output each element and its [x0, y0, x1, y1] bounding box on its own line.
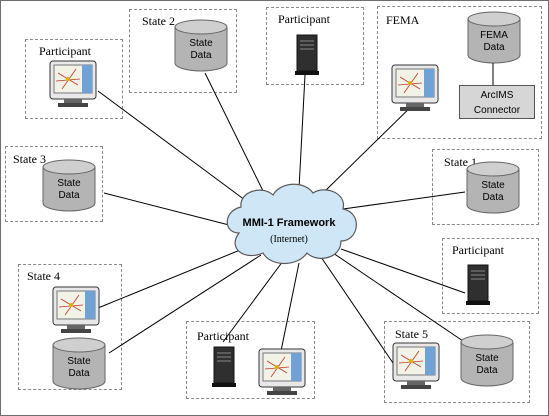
database-icon-state1: State Data: [466, 161, 520, 214]
server-icon-participant-right: [466, 264, 490, 305]
group-state2: [129, 9, 237, 93]
db-label-fema-line2: Data: [483, 42, 505, 53]
group-state5: [384, 321, 530, 403]
label-state3: State 3: [13, 152, 46, 166]
group-participant-top: [266, 7, 364, 85]
db-label-state5-line1: State: [475, 353, 499, 364]
link-state1: [342, 191, 466, 210]
database-icon-fema: FEMA Data: [467, 11, 521, 64]
server-icon-participant-top: [295, 34, 319, 75]
db-label-state2-line1: State: [189, 38, 213, 49]
server-icon-participant-bottom: [212, 346, 236, 387]
label-participant-top: Participant: [278, 12, 330, 26]
database-icon-state4: State Data: [52, 337, 106, 390]
link-participant-top: [298, 74, 306, 190]
link-participant-right: [340, 248, 466, 294]
link-state5b: [332, 252, 464, 342]
hub-title: MMI-1 Framework: [242, 217, 336, 229]
link-state5a: [320, 256, 394, 364]
group-state3: [5, 146, 103, 222]
monitor-icon-state5: [392, 342, 440, 389]
group-state1: [432, 149, 539, 225]
db-label-state4-line1: State: [67, 356, 91, 367]
link-fema: [320, 96, 422, 196]
hub-subtitle: (Internet): [270, 234, 308, 245]
link-participant-tl: [97, 90, 254, 207]
monitor-icon-participant-tl: [49, 60, 97, 107]
group-state4: [18, 264, 122, 390]
db-label-state2-line2: Data: [190, 50, 212, 61]
label-state2: State 2: [142, 14, 175, 28]
monitor-icon-state4: [52, 286, 100, 333]
db-label-state1-line2: Data: [482, 192, 504, 203]
db-label-state4-line2: Data: [68, 368, 90, 379]
monitor-icon-participant-bottom: [258, 348, 306, 395]
database-icon-state3: State Data: [42, 159, 96, 212]
link-state4a: [97, 247, 246, 309]
label-participant-right: Participant: [452, 243, 504, 257]
label-state4: State 4: [27, 269, 60, 283]
connector-line1: ArcIMS: [480, 90, 514, 101]
database-icon-state2: State Data: [174, 19, 228, 72]
link-participant-bottom-b: [280, 262, 300, 352]
link-state3: [103, 192, 234, 227]
db-label-state1-line1: State: [481, 180, 505, 191]
database-icon-state5: State Data: [460, 334, 514, 387]
db-label-state3-line1: State: [57, 178, 81, 189]
link-state4b: [108, 254, 262, 354]
fema-db-link: [492, 63, 494, 87]
group-fema: [377, 6, 542, 139]
group-participant-bottom: [186, 321, 315, 399]
connector-line2: Connector: [473, 105, 521, 116]
monitor-icon-fema: [391, 64, 439, 111]
link-state2: [204, 72, 268, 200]
label-participant-bottom: Participant: [197, 329, 249, 343]
group-participant-tl: [25, 39, 123, 119]
label-participant-tl: Participant: [39, 44, 91, 58]
label-state5: State 5: [395, 327, 428, 341]
label-fema: FEMA: [386, 13, 420, 27]
db-label-state3-line2: Data: [58, 190, 80, 201]
db-label-fema-line1: FEMA: [480, 30, 508, 41]
link-participant-bottom-a: [222, 260, 284, 343]
db-label-state5-line2: Data: [476, 365, 498, 376]
group-participant-right: [442, 238, 539, 314]
label-state1: State 1: [444, 155, 477, 169]
arcims-connector: ArcIMS Connector: [459, 85, 535, 119]
